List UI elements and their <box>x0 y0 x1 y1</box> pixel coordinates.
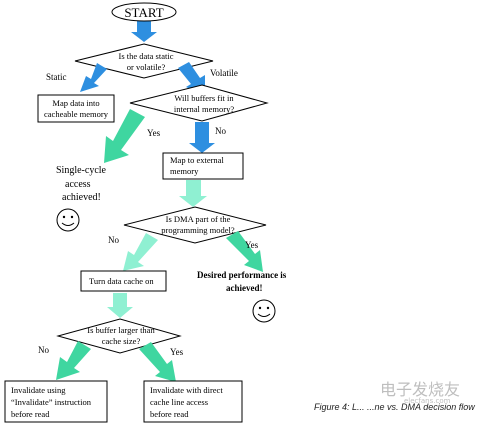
flow-arrow-to-dma <box>179 180 207 207</box>
flow-arrow-no-internal <box>189 122 215 153</box>
edge-label-no1: No <box>215 126 226 136</box>
single-cycle-line3: achieved! <box>62 192 101 203</box>
box-invalidate-instr-line3: before read <box>11 409 50 419</box>
box-turn-cache-label: Turn data cache on <box>89 276 154 286</box>
box-invalidate-instr-line1: Invalidate using <box>11 385 66 395</box>
flow-arrow-static <box>80 63 107 92</box>
box-map-cacheable-line1: Map data into <box>52 98 99 108</box>
box-map-cacheable-line2: cacheable memory <box>44 109 109 119</box>
edge-label-no3: No <box>38 345 49 355</box>
decision-dma-line2: programming model? <box>161 225 235 235</box>
flow-arrow-yes-internal <box>104 109 145 163</box>
decision-static-volatile <box>74 43 214 79</box>
smiley-icon <box>56 208 80 232</box>
single-cycle-line2: access <box>65 179 91 190</box>
flow-arrow-yes-dma <box>226 231 263 272</box>
desired-line1: Desired performance is <box>197 270 287 280</box>
box-turn-cache-on <box>80 270 167 292</box>
edge-label-volatile: Volatile <box>210 68 238 78</box>
decision-buffer-line2: cache size? <box>102 336 141 346</box>
decision-buffers-line1: Will buffers fit in <box>174 93 234 103</box>
box-invalidate-direct <box>143 380 243 423</box>
flow-arrow-no-dma <box>123 233 158 271</box>
box-map-external <box>162 152 244 180</box>
decision-buffers-fit <box>129 84 269 122</box>
decision-static-line1: Is the data static <box>119 51 174 61</box>
decision-buffer-line1: Is buffer larger than <box>87 325 155 335</box>
start-label: START <box>124 5 163 20</box>
decision-buffers-line2: internal memory? <box>174 104 234 114</box>
flow-arrow-yes-buffer <box>139 342 176 382</box>
flow-arrow-start-to-static <box>131 20 157 42</box>
decision-dma-line1: Is DMA part of the <box>166 214 231 224</box>
box-invalidate-instruction <box>4 380 108 423</box>
start-node <box>111 2 177 22</box>
box-map-cacheable <box>37 94 115 123</box>
desired-line2: achieved! <box>226 283 263 293</box>
flow-arrow-to-buffer-larger <box>107 293 133 318</box>
decision-static-line2: or volatile? <box>127 62 166 72</box>
box-map-external-line1: Map to external <box>170 155 224 165</box>
box-invalidate-direct-line3: before read <box>150 409 189 419</box>
edge-label-yes2: Yes <box>245 240 259 250</box>
box-map-external-line2: memory <box>170 166 199 176</box>
flow-arrow-no-buffer <box>56 341 91 380</box>
edge-label-no2: No <box>108 235 119 245</box>
box-invalidate-direct-line2: cache line access <box>150 397 208 407</box>
watermark-logo: 电子发烧友 <box>380 380 461 399</box>
box-invalidate-direct-line1: Invalidate with direct <box>150 385 223 395</box>
edge-label-yes3: Yes <box>170 347 184 357</box>
figure-caption: Figure 4: L... ...ne vs. DMA decision fl… <box>314 402 475 412</box>
watermark-url: elecfans.com <box>404 397 451 405</box>
edge-label-yes1: Yes <box>147 128 161 138</box>
decision-dma <box>123 206 267 244</box>
edge-label-static: Static <box>46 72 67 82</box>
smiley-icon <box>252 299 276 323</box>
single-cycle-line1: Single-cycle <box>56 165 107 176</box>
box-invalidate-instr-line2: “Invalidate” instruction <box>11 397 92 407</box>
